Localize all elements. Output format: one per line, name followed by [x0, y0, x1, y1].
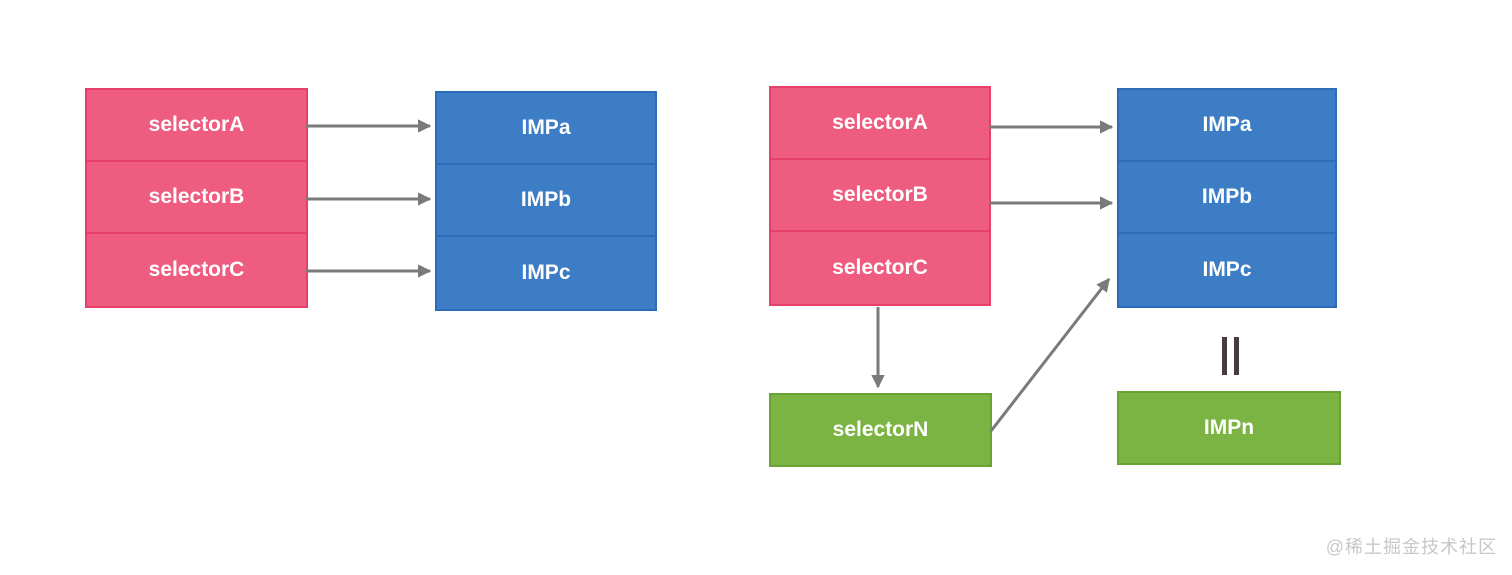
- left-IMPa-box: IMPa: [437, 93, 655, 165]
- selectorN-box: selectorN: [769, 393, 992, 467]
- right-IMPa-box: IMPa: [1119, 90, 1335, 162]
- right-imp-stack: IMPa IMPb IMPc: [1117, 88, 1337, 308]
- equivalence-bar: [1234, 337, 1239, 375]
- left-imp-stack: IMPa IMPb IMPc: [435, 91, 657, 311]
- right-selectorB-box: selectorB: [771, 160, 989, 232]
- left-selectorA-box: selectorA: [87, 90, 306, 162]
- equivalence-icon: [1222, 337, 1239, 375]
- left-IMPb-box: IMPb: [437, 165, 655, 237]
- arrow-selectorN-to-IMPc: [989, 277, 1111, 432]
- right-selector-stack: selectorA selectorB selectorC: [769, 86, 991, 306]
- IMPn-box: IMPn: [1117, 391, 1341, 465]
- left-selector-stack: selectorA selectorB selectorC: [85, 88, 308, 308]
- right-selectorC-box: selectorC: [832, 256, 928, 279]
- right-IMPb-box: IMPb: [1119, 162, 1335, 234]
- left-selectorC-box: selectorC: [148, 258, 245, 281]
- watermark: @稀土掘金技术社区: [1325, 537, 1497, 557]
- left-IMPc-box: IMPc: [521, 261, 571, 284]
- right-IMPc-box: IMPc: [1202, 258, 1252, 281]
- equivalence-bar: [1222, 337, 1227, 375]
- right-selectorA-box: selectorA: [771, 88, 989, 160]
- left-selectorB-box: selectorB: [87, 162, 306, 234]
